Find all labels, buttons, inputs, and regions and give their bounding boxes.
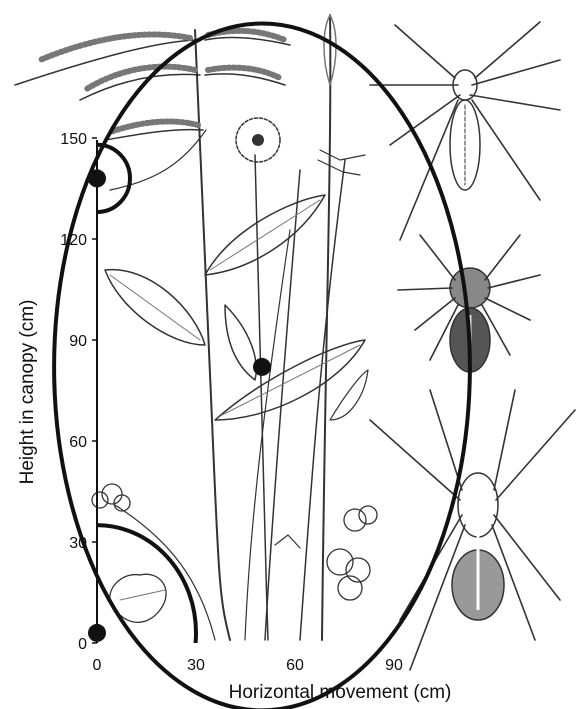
y-tick-label: 60 (69, 434, 87, 451)
position-point-2 (253, 358, 271, 376)
x-tick-label: 90 (385, 657, 403, 674)
x-tick-label: 30 (187, 657, 205, 674)
x-tick-label: 60 (286, 657, 304, 674)
spider-3-illustration (370, 390, 575, 670)
spider-illustrations (370, 22, 575, 670)
y-tick-label: 90 (69, 333, 87, 350)
grass-illustration (245, 15, 345, 640)
y-tick-label: 150 (60, 131, 87, 148)
y-tick-label: 0 (78, 636, 87, 653)
data-marks (0, 24, 470, 709)
clover-illustration (92, 484, 377, 640)
position-point-3 (88, 624, 106, 642)
x-tick-label: 0 (93, 657, 102, 674)
y-tick-label: 120 (60, 232, 87, 249)
y-axis-label: Height in canopy (cm) (17, 300, 38, 485)
spider-1-illustration (370, 22, 560, 240)
